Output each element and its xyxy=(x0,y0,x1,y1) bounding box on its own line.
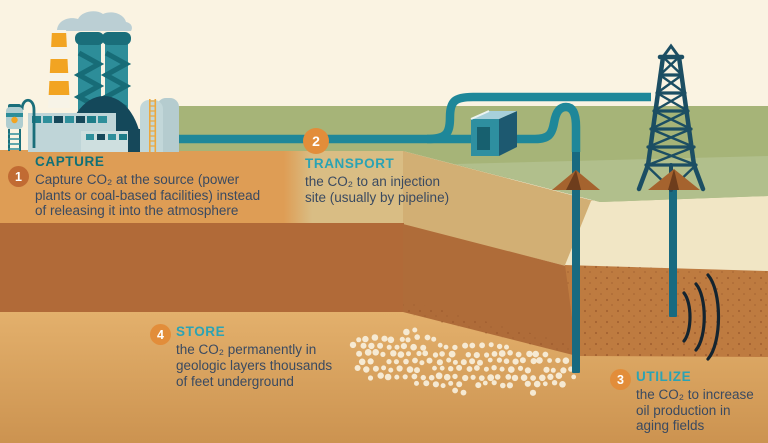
step-3-body-line-2: oil production in xyxy=(636,402,731,418)
step-1-number: 1 xyxy=(15,169,22,184)
step-2-number: 2 xyxy=(312,133,320,149)
step-1-body: Capture CO₂ at the source (power plants … xyxy=(35,172,260,219)
step-2-body-line-2: site (usually by pipeline) xyxy=(305,189,450,205)
step-4-body: the CO₂ permanently in geologic layers t… xyxy=(176,342,332,390)
step-2-transport: TRANSPORT the CO₂ to an injection site (… xyxy=(305,156,449,205)
step-3-body-line-3: aging fields xyxy=(636,418,705,433)
step-3-body: the CO₂ to increase oil production in ag… xyxy=(636,387,754,434)
step-2-title: TRANSPORT xyxy=(305,156,395,171)
step-3-body-line-1: the CO₂ to increase xyxy=(636,387,754,402)
step-1-capture: CAPTURE Capture CO₂ at the source (power… xyxy=(35,154,260,219)
chimney-icon xyxy=(48,30,70,108)
pipeline xyxy=(176,92,651,152)
step-3-title: UTILIZE xyxy=(636,369,692,384)
front-building-icon xyxy=(81,131,130,152)
step-1-title: CAPTURE xyxy=(35,154,105,169)
smoke-cloud-icon xyxy=(57,11,132,31)
step-4-badge: 4 xyxy=(150,324,171,345)
machine-block-icon xyxy=(128,129,142,152)
step-4-body-line-2: geologic layers thousands xyxy=(176,358,333,373)
step-1-body-line-1: Capture CO₂ at the source (power xyxy=(35,172,240,187)
seismic-waves-icon xyxy=(682,273,721,361)
wellhead-funnel-icons xyxy=(552,169,700,190)
step-3-number: 3 xyxy=(617,372,624,387)
step-4-title: STORE xyxy=(176,324,226,339)
production-well xyxy=(669,184,677,317)
step-2-body-line-1: the CO₂ to an injection xyxy=(305,174,441,189)
pipeline-to-injection-well xyxy=(427,102,581,152)
cooling-towers-icon xyxy=(73,32,132,112)
step-1-badge: 1 xyxy=(8,166,29,187)
step-4-body-line-3: of feet underground xyxy=(176,374,294,389)
step-3-badge: 3 xyxy=(610,369,631,390)
step-4-number: 4 xyxy=(157,327,164,342)
step-1-body-line-2: plants or coal-based facilities) instead xyxy=(35,187,261,203)
step-4-body-line-1: the CO₂ permanently in xyxy=(176,342,317,357)
geologic-layers xyxy=(0,150,768,443)
injection-well xyxy=(572,146,580,373)
process-unit-icon xyxy=(6,98,36,151)
injection-station-icon xyxy=(470,110,517,156)
step-2-badge: 2 xyxy=(303,128,329,154)
step-3-utilize: UTILIZE the CO₂ to increase oil producti… xyxy=(636,369,754,434)
co2-bubble-plume-icon xyxy=(349,327,577,396)
step-1-body-line-3: of releasing it into the atmosphere xyxy=(35,203,239,218)
step-4-store: STORE the CO₂ permanently in geologic la… xyxy=(176,324,332,390)
storage-tanks-icon xyxy=(140,98,179,152)
step-2-body: the CO₂ to an injection site (usually by… xyxy=(305,174,449,205)
power-plant-icon xyxy=(6,11,179,152)
